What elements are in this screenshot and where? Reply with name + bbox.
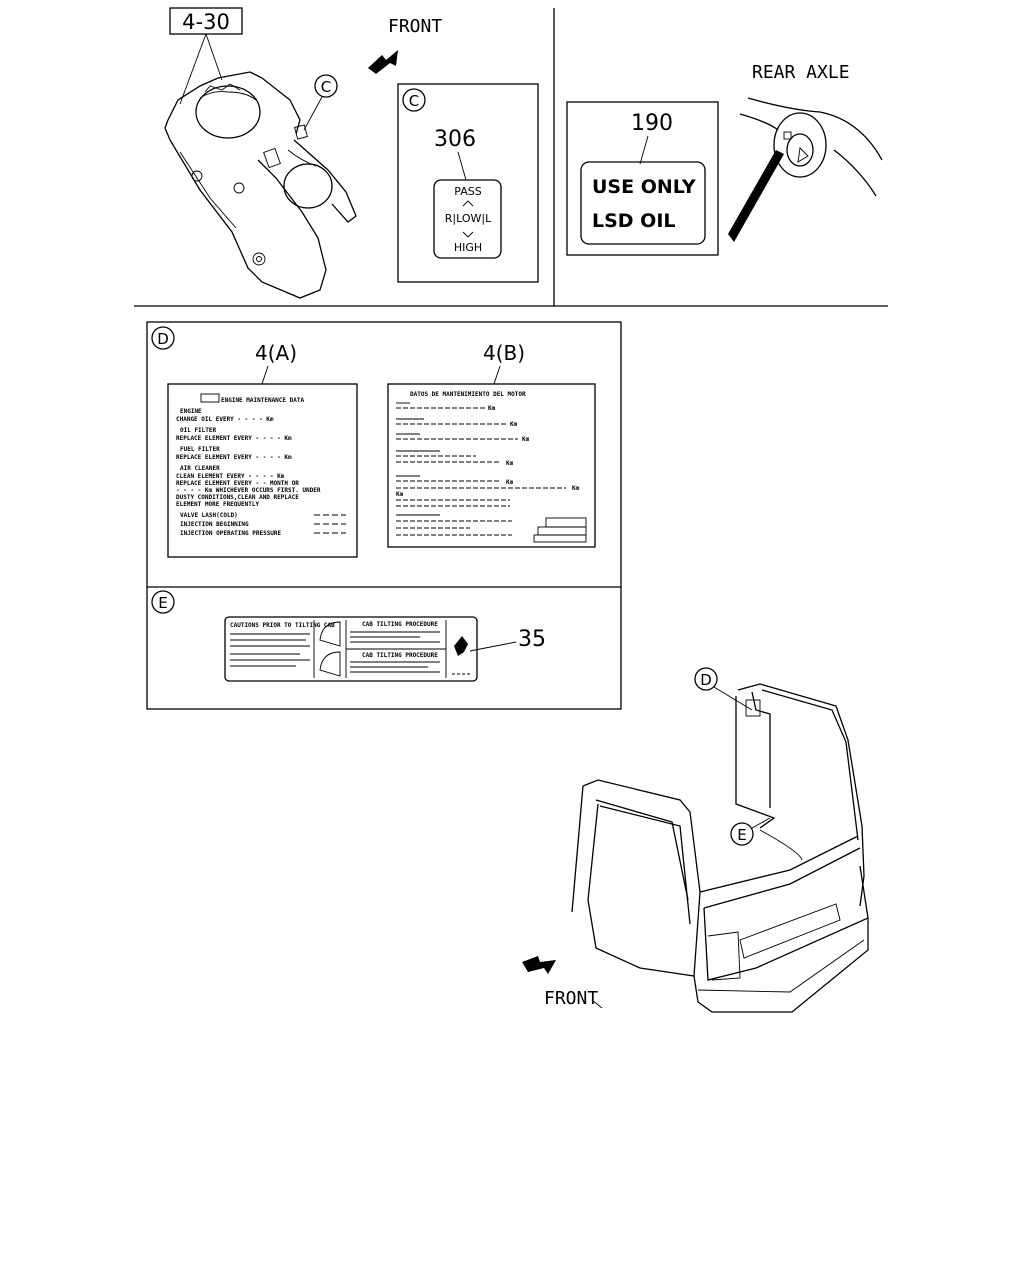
front-label-bottom: FRONT (544, 988, 598, 1009)
part-4b-number: 4(B) (483, 341, 525, 365)
part-190-number: 190 (631, 111, 673, 136)
label-4a-line: OIL FILTER (180, 427, 217, 434)
detail-d-letter: D (157, 330, 169, 348)
part-35-number: 35 (518, 627, 546, 652)
label-35-title: CAUTIONS PRIOR TO TILTING CAB (230, 622, 335, 629)
front-indicator-top: FRONT (368, 16, 442, 74)
label-4a-line: FUEL FILTER (180, 446, 220, 453)
label-190-line2: LSD OIL (592, 210, 676, 232)
part-4a-number: 4(A) (255, 341, 297, 365)
label-4a-line: INJECTION BEGINNING (180, 521, 249, 528)
label-4a-line: INJECTION OPERATING PRESSURE (180, 530, 282, 537)
label-4b-unit: Km (572, 485, 580, 492)
label-4a-line: REPLACE ELEMENT EVERY - - - - Km (176, 435, 292, 442)
front-arrow-bottom-icon (522, 956, 556, 974)
label-4b-unit: Km (488, 405, 496, 412)
rear-axle-title: REAR AXLE (752, 62, 850, 83)
rear-axle-section: REAR AXLE 190 USE ONLY LSD OIL (566, 62, 883, 256)
callout-c-bracket: C (303, 74, 338, 131)
label-306-row: R|LOW|L (445, 212, 492, 225)
label-4a-line: REPLACE ELEMENT EVERY - - - - Km (176, 454, 292, 461)
label-4a-line: - - - - Km WHICHEVER OCCURS FIRST. UNDER (176, 487, 321, 494)
label-4b-unit: Km (506, 460, 514, 467)
cab-callout-d: D (694, 667, 761, 717)
warning-pictogram-icon (454, 636, 468, 656)
label-4a-line: CHANGE OIL EVERY - - - - Km (176, 416, 274, 423)
ref-4-30: 4-30 (169, 7, 243, 105)
label-4a-line: VALVE LASH(COLD) (180, 512, 238, 519)
front-indicator-bottom: FRONT (522, 956, 598, 1009)
callout-c-bracket-letter: C (321, 78, 331, 96)
cab-illustration (571, 683, 869, 1013)
label-4a-line: ENGINE (180, 408, 202, 415)
cab-callout-e-letter: E (737, 826, 746, 844)
label-4b-unit: Km (522, 436, 530, 443)
label-190-line1: USE ONLY (592, 176, 696, 198)
detail-d-panel: D 4(A) 4(B) ENGINE MAINTENANCE DATA ENGI… (146, 321, 622, 710)
label-4a: ENGINE MAINTENANCE DATA ENGINE CHANGE OI… (167, 383, 358, 558)
detail-c-panel: C 306 PASS R|LOW|L HIGH (397, 83, 539, 283)
detail-e-panel: E CAUTIONS PRIOR TO TILTING CAB CAB TILT… (151, 590, 546, 682)
label-4a-line: REPLACE ELEMENT EVERY - - MONTH OR (176, 480, 299, 487)
label-4b-unit: Km (510, 421, 518, 428)
panel-dividers (134, 8, 888, 307)
steering-bracket-illustration (164, 71, 357, 299)
label-4a-line: AIR CLEANER (180, 465, 220, 472)
label-35-subtitle-1: CAB TILTING PROCEDURE (362, 621, 438, 628)
label-4a-line: DUSTY CONDITIONS,CLEAN AND REPLACE (176, 494, 299, 501)
cab-callout-d-letter: D (700, 671, 712, 689)
label-4b-unit: Km (396, 491, 404, 498)
label-4b-unit: Km (506, 479, 514, 486)
label-4a-line: ELEMENT MORE FREQUENTLY (176, 501, 259, 508)
label-35-subtitle-2: CAB TILTING PROCEDURE (362, 652, 438, 659)
label-4a-title: ENGINE MAINTENANCE DATA (221, 397, 304, 404)
detail-e-letter: E (158, 594, 167, 612)
front-arrow-top-icon (368, 50, 398, 74)
front-label-top: FRONT (388, 16, 442, 37)
label-4a-line: CLEAN ELEMENT EVERY - - - - Km (176, 473, 285, 480)
label-306-high: HIGH (454, 241, 482, 254)
label-4b-title: DATOS DE MANTENIMIENTO DEL MOTOR (410, 391, 526, 398)
part-306-number: 306 (434, 127, 476, 152)
ref-4-30-label: 4-30 (182, 10, 230, 34)
label-306-pass: PASS (454, 185, 481, 198)
cab-callout-e: E (730, 817, 771, 846)
detail-c-letter: C (409, 92, 419, 110)
label-4b: DATOS DE MANTENIMIENTO DEL MOTOR Km Km K… (387, 383, 596, 548)
